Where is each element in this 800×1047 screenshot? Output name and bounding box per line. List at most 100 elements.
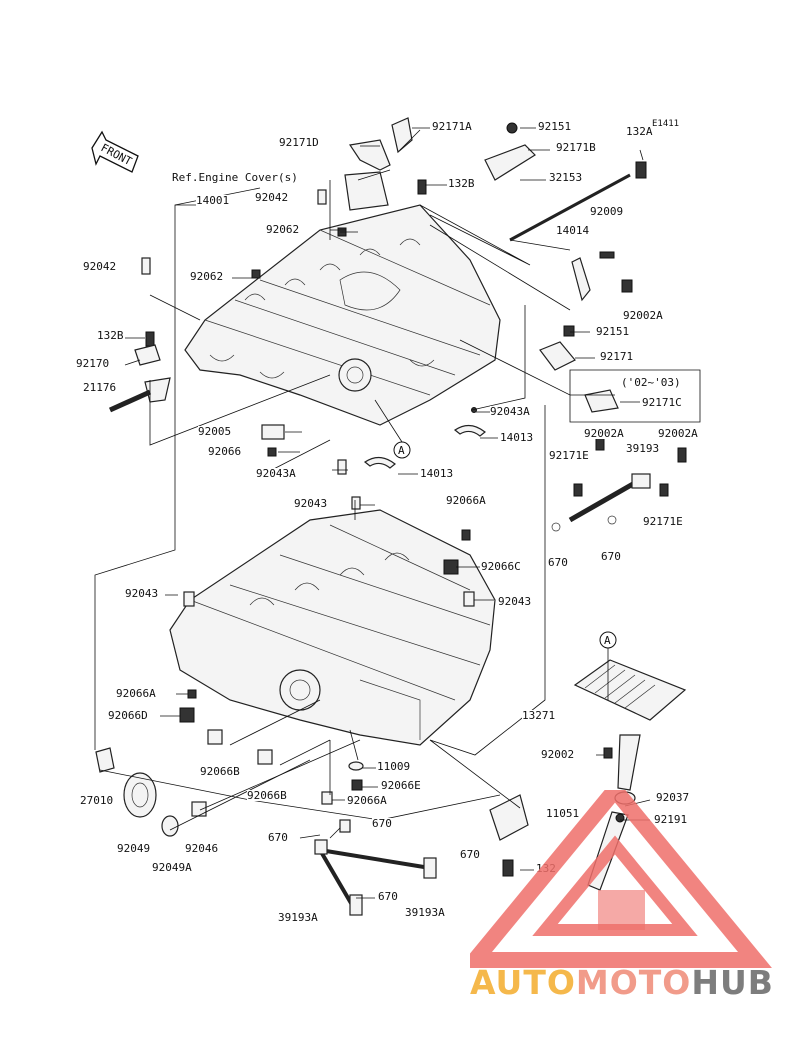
label-11009: 11009: [377, 760, 411, 773]
pipe-39193: [568, 477, 642, 523]
label-92043-left: 92043: [125, 587, 159, 600]
label-92171C: 92171C: [642, 396, 682, 409]
label-670-b: 670: [548, 556, 568, 569]
plug-92066B-1: [207, 729, 223, 745]
ref-A-lower-label: A: [604, 634, 611, 647]
lower-crankcase: [169, 509, 496, 746]
pipe-strainer: [617, 734, 641, 791]
pin-92043-left: [183, 591, 195, 607]
pipe-39193A-horizontal: [319, 848, 431, 870]
label-21176: 21176: [83, 381, 117, 394]
oil-pipe-32153: [509, 173, 631, 242]
watermark-part-moto: MOTO: [575, 963, 692, 1002]
bearing-14013-mid: [363, 456, 396, 469]
pin-92042-left: [141, 257, 151, 275]
label-14014: 14014: [556, 224, 590, 237]
jet-92066A-top: [461, 529, 471, 541]
label-92066A-top: 92066A: [446, 494, 486, 507]
pin-92043-top: [351, 496, 361, 510]
label-92170: 92170: [76, 357, 110, 370]
pipe-39193A-vertical: [318, 848, 357, 912]
clamp-92170: [134, 344, 161, 366]
label-32153: 32153: [549, 171, 583, 184]
bolt-92151-mid: [563, 325, 575, 337]
label-92002A-m1: 92002A: [584, 427, 624, 440]
label-39193A-2: 39193A: [405, 906, 445, 919]
label-39193: 39193: [626, 442, 660, 455]
label-92066A-left: 92066A: [116, 687, 156, 700]
label-670-c: 670: [268, 831, 288, 844]
label-92002A-m2: 92002A: [658, 427, 698, 440]
label-27010: 27010: [80, 794, 114, 807]
label-92046: 92046: [185, 842, 219, 855]
bolt-92009: [599, 251, 615, 259]
clamp-92171C: [584, 389, 619, 413]
fitting-39193A-1: [349, 894, 363, 916]
clamp-92171: [539, 341, 576, 371]
bolt-92002A-top: [621, 279, 633, 293]
label-92171E-2: 92171E: [643, 515, 683, 528]
label-92042-top: 92042: [255, 191, 289, 204]
label-132B-left: 132B: [97, 329, 124, 342]
watermark-part-hub: HUB: [691, 963, 774, 1002]
label-92171D: 92171D: [279, 136, 319, 149]
plug-92062-mid: [251, 269, 261, 279]
label-92066A-bottom: 92066A: [347, 794, 387, 807]
plug-27010: [95, 747, 115, 773]
front-arrow-icon: FRONT: [91, 130, 139, 173]
label-132A: 132A: [626, 125, 653, 138]
plug-92066D: [179, 707, 195, 723]
label-92002: 92002: [541, 748, 575, 761]
collar-92046: [191, 801, 207, 817]
seal-92049: [123, 772, 157, 818]
label-670-d: 670: [372, 817, 392, 830]
clamp-92171A: [391, 117, 413, 154]
label-92037: 92037: [656, 791, 690, 804]
jet-92066: [267, 447, 277, 457]
label-92043A-left: 92043A: [256, 467, 296, 480]
label-11051: 11051: [546, 807, 580, 820]
label-92062-top: 92062: [266, 223, 300, 236]
label-14001: 14001: [196, 194, 230, 207]
label-92042-left: 92042: [83, 260, 117, 273]
label-92066B-2: 92066B: [247, 789, 287, 802]
fitting-92005: [261, 424, 285, 440]
sensor-21176-body: [108, 389, 152, 413]
label-92043-top: 92043: [294, 497, 328, 510]
year-note: ('02~'03): [621, 376, 681, 389]
bolt-92171E-1: [573, 483, 583, 497]
oring-670-b: [607, 515, 617, 525]
label-92171E-1: 92171E: [549, 449, 589, 462]
label-14013-mid: 14013: [420, 467, 454, 480]
label-92066D: 92066D: [108, 709, 148, 722]
label-92043A-right: 92043A: [490, 405, 530, 418]
bolt-92002: [603, 747, 613, 759]
label-92005: 92005: [198, 425, 232, 438]
bolt-92002A-m2: [677, 447, 687, 463]
label-670-f: 670: [378, 890, 398, 903]
label-13271: 13271: [522, 709, 556, 722]
label-leaders: [124, 127, 651, 899]
label-670-e: 670: [460, 848, 480, 861]
plug-92066B-2: [257, 749, 273, 765]
pin-92043A-right: [471, 407, 477, 413]
bolt-132B-top: [417, 179, 427, 195]
label-92009: 92009: [590, 205, 624, 218]
label-92043-right: 92043: [498, 595, 532, 608]
label-92066C: 92066C: [481, 560, 521, 573]
bolt-132A: [635, 161, 647, 179]
plug-92066C: [443, 559, 459, 575]
bolt-92171E-2: [659, 483, 669, 497]
label-92066: 92066: [208, 445, 242, 458]
bearing-14013-right: [453, 424, 486, 437]
label-670-a: 670: [601, 550, 621, 563]
oring-670-a: [551, 522, 561, 532]
fitting-39193A-2: [423, 857, 437, 879]
label-92171A: 92171A: [432, 120, 472, 133]
label-92002A-top: 92002A: [623, 309, 663, 322]
pipe-39193-end: [631, 473, 651, 489]
bolt-132B-left: [145, 331, 155, 347]
watermark-text: AUTOMOTOHUB: [470, 963, 774, 1002]
label-92049: 92049: [117, 842, 151, 855]
